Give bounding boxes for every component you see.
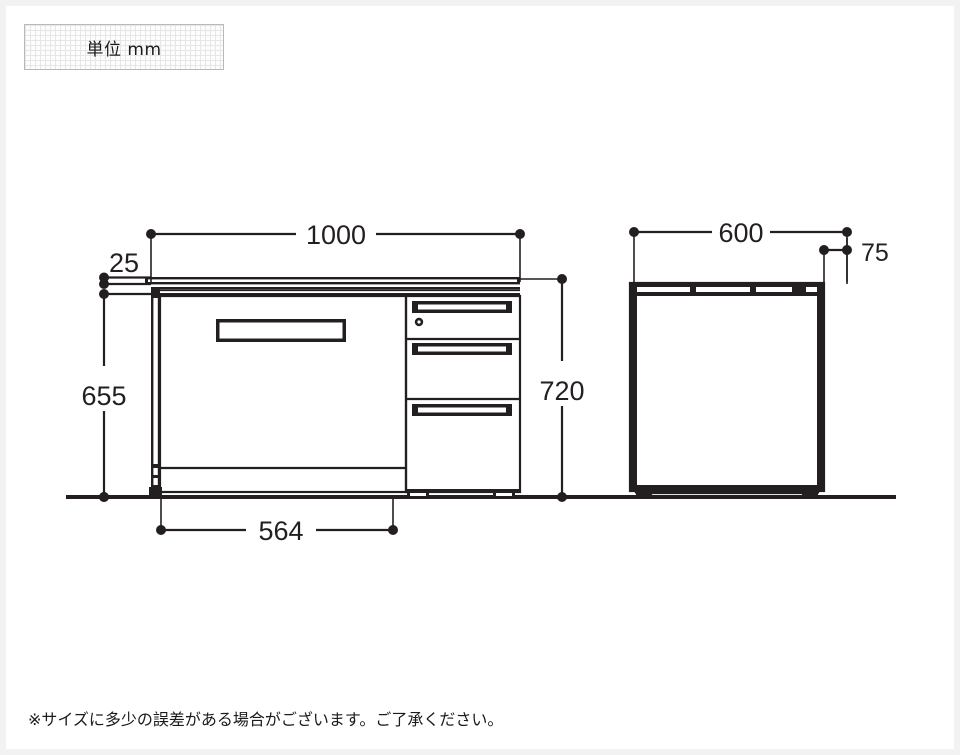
dimension-width-1000: 1000 <box>146 220 525 282</box>
dimension-label-720: 720 <box>539 376 584 406</box>
desk-left-leg <box>149 287 162 497</box>
dimension-label-1000: 1000 <box>306 220 366 250</box>
pedestal-drawer-2 <box>412 343 512 355</box>
side-view-body <box>628 281 826 493</box>
pedestal-feet <box>406 489 520 498</box>
pedestal <box>404 294 522 498</box>
drawing-canvas: 単位 mm .ln { stroke:#231f20; fill:none; }… <box>6 6 954 749</box>
unit-badge: 単位 mm <box>24 24 224 70</box>
dimension-label-75: 75 <box>861 239 889 267</box>
pedestal-drawer-1 <box>412 301 512 327</box>
dimension-drawing: .ln { stroke:#231f20; fill:none; } .thin… <box>66 218 896 546</box>
center-drawer <box>216 319 346 342</box>
dimension-clearance-655: 655 <box>81 294 127 502</box>
side-view-feet <box>634 491 820 498</box>
dimension-top-thickness-25: 25 <box>99 248 151 299</box>
desk-top <box>145 277 520 296</box>
dimension-label-564: 564 <box>258 516 303 546</box>
dimension-label-600: 600 <box>718 218 763 248</box>
dimension-height-720: 720 <box>520 274 585 502</box>
dimension-depth-600: 600 <box>629 218 852 282</box>
footer-note: ※サイズに多少の誤差がある場合がございます。ご了承ください。 <box>28 710 504 729</box>
dimension-overhang-75: 75 <box>819 238 889 284</box>
unit-badge-label: 単位 mm <box>86 39 162 60</box>
dimension-knee-564: 564 <box>99 492 398 546</box>
pedestal-drawer-3 <box>412 404 512 416</box>
dimension-label-25: 25 <box>109 248 139 278</box>
dimension-label-655: 655 <box>81 381 126 411</box>
